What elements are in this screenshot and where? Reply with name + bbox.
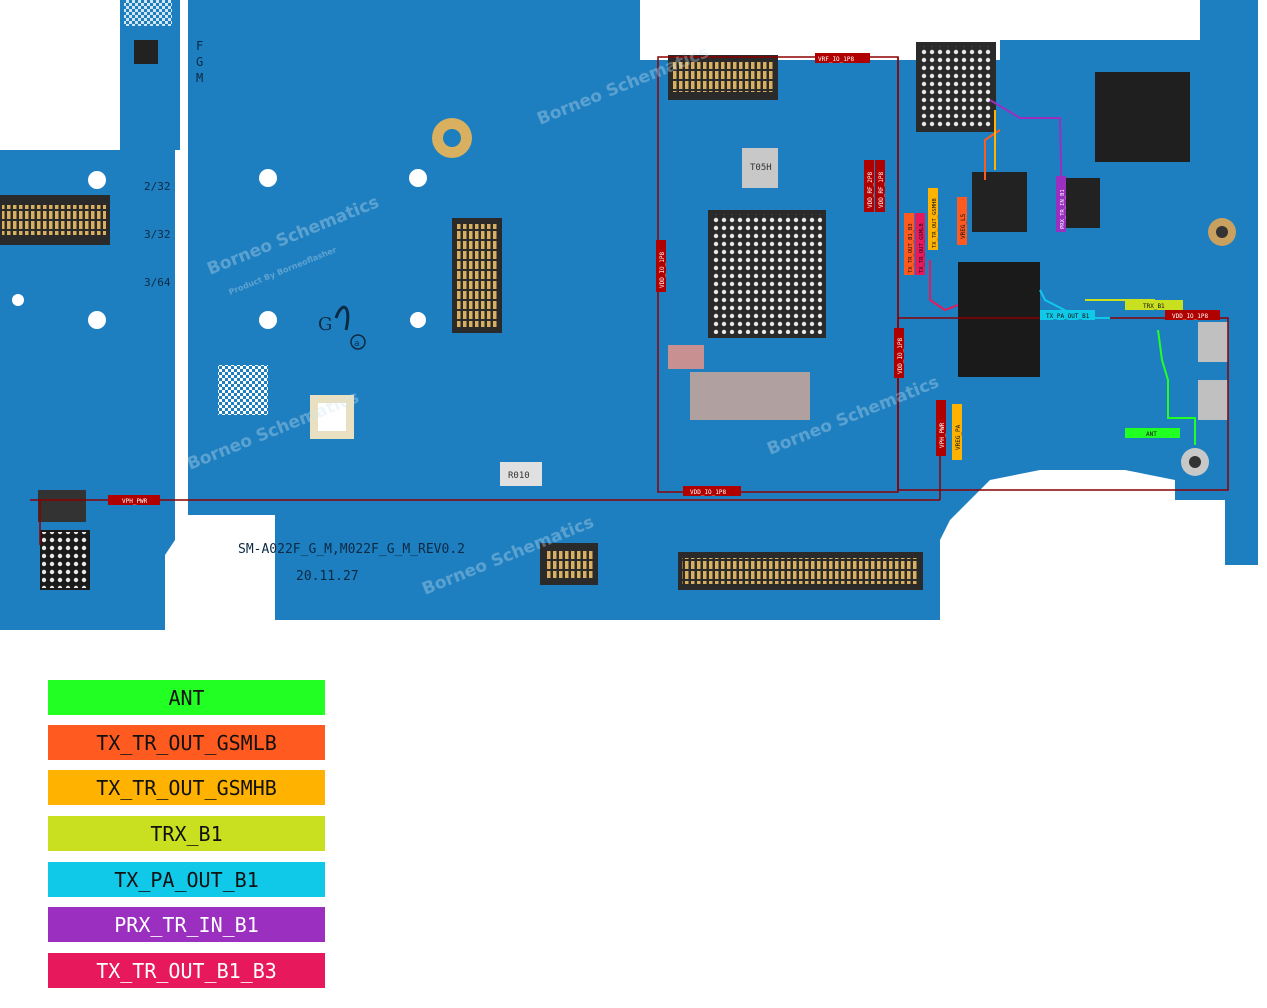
chip-label-1: T05H [750, 163, 772, 173]
legend-label: TX_PA_OUT_B1 [114, 867, 259, 892]
svg-text:VREG_L5: VREG_L5 [960, 213, 967, 239]
chips [500, 42, 1190, 486]
net-label-vdd-rf-2p8: VDD_RF_2P8 [864, 160, 874, 212]
svg-text:G: G [318, 314, 332, 335]
side-mark-1: 2/32 [144, 180, 171, 193]
net-label-tx-tr-out-gsmlb: TX_TR_OUT_GSMLB [915, 213, 925, 275]
svg-text:a: a [354, 339, 360, 349]
legend-label: ANT [168, 685, 205, 710]
legend-item-tx-tr-out-gsmhb: TX_TR_OUT_GSMHB [48, 770, 325, 805]
board-date-text: 20.11.27 [296, 569, 359, 584]
left-board [0, 0, 180, 630]
legend-label: TRX_B1 [150, 821, 223, 846]
svg-text:VDD_IO_1P8: VDD_IO_1P8 [690, 489, 727, 496]
svg-text:TRX_B1: TRX_B1 [1143, 303, 1165, 310]
net-label-tx-tr-out-gsmhb: TX_TR_OUT_GSMHB [928, 188, 938, 250]
svg-text:VDD_IO_1P8: VDD_IO_1P8 [897, 337, 904, 374]
svg-text:VDD_IO_1P8: VDD_IO_1P8 [1172, 313, 1209, 320]
net-label-vdd-io-1p8-left: VDD_IO_1P8 [656, 240, 666, 292]
svg-text:VDD_RF_2P8: VDD_RF_2P8 [867, 171, 874, 208]
legend-item-tx-pa-out-b1: TX_PA_OUT_B1 [48, 862, 325, 897]
connectors [452, 55, 923, 590]
svg-text:VPH_PWR: VPH_PWR [122, 498, 148, 505]
net-label-vdd-io-1p8-bottom: VDD_IO_1P8 [683, 486, 741, 496]
net-label-vreg-pa: VREG_PA [952, 404, 962, 460]
rf-connectors [1181, 218, 1236, 476]
svg-text:TX_TR_OUT_GSMHB: TX_TR_OUT_GSMHB [932, 198, 938, 248]
fgm-letter-f: F [196, 39, 203, 53]
chip-label-2: R010 [508, 471, 530, 481]
net-label-ant: ANT [1125, 428, 1180, 438]
net-label-tx-tr-out-b1-b3: TX_TR_OUT_B1_B3 [904, 213, 914, 275]
legend-label: PRX_TR_IN_B1 [114, 912, 259, 937]
net-label-vph-pwr-right: VPH_PWR [936, 400, 946, 456]
svg-text:TX_PA_OUT_B1: TX_PA_OUT_B1 [1046, 313, 1090, 320]
svg-text:TX_TR_OUT_GSMLB: TX_TR_OUT_GSMLB [919, 223, 925, 273]
side-mark-3: 3/64 [144, 276, 171, 289]
net-label-prx-tr-in-b1: PRX_TR_IN_B1 [1056, 176, 1066, 232]
samsung-logo: G a [318, 305, 366, 350]
pcb-board-view: 2/32 3/32 3/64 F G M G a [0, 0, 1258, 630]
legend-label: TX_TR_OUT_B1_B3 [96, 958, 277, 983]
svg-text:VREG_PA: VREG_PA [955, 424, 962, 450]
legend-item-prx-tr-in-b1: PRX_TR_IN_B1 [48, 907, 325, 942]
legend-item-ant: ANT [48, 680, 325, 715]
svg-text:VRF_IO_1P8: VRF_IO_1P8 [818, 56, 855, 63]
fgm-letter-m: M [196, 71, 203, 85]
net-label-vreg-l5: VREG_L5 [957, 197, 967, 245]
svg-text:VDD_RF_1P8: VDD_RF_1P8 [878, 171, 885, 208]
mounting-holes [259, 118, 472, 329]
net-label-vrf-io-1p8: VRF_IO_1P8 [815, 53, 870, 63]
fgm-letter-g: G [196, 55, 203, 69]
net-label-vph-pwr-left: VPH_PWR [108, 495, 160, 505]
legend-label: TX_TR_OUT_GSMHB [96, 775, 277, 800]
net-label-vdd-io-1p8-mid: VDD_IO_1P8 [894, 328, 904, 378]
svg-text:TX_TR_OUT_B1_B3: TX_TR_OUT_B1_B3 [908, 223, 914, 273]
svg-text:VPH_PWR: VPH_PWR [939, 422, 946, 448]
net-label-vdd-io-1p8-right: VDD_IO_1P8 [1165, 310, 1220, 320]
legend-label: TX_TR_OUT_GSMLB [96, 730, 277, 755]
data-matrix-code [218, 365, 268, 415]
board-model-text: SM-A022F_G_M,M022F_G_M_REV0.2 [238, 542, 465, 557]
vrf-trace-lines [30, 56, 1229, 545]
svg-text:PRX_TR_IN_B1: PRX_TR_IN_B1 [1060, 189, 1066, 229]
svg-text:ANT: ANT [1146, 431, 1157, 438]
net-label-trx-b1: TRX_B1 [1125, 300, 1183, 310]
side-mark-2: 3/32 [144, 228, 171, 241]
legend-item-tx-tr-out-b1-b3: TX_TR_OUT_B1_B3 [48, 953, 325, 988]
svg-text:VDD_IO_1P8: VDD_IO_1P8 [659, 251, 666, 288]
legend-item-tx-tr-out-gsmlb: TX_TR_OUT_GSMLB [48, 725, 325, 760]
legend-item-trx-b1: TRX_B1 [48, 816, 325, 851]
net-label-tx-pa-out-b1: TX_PA_OUT_B1 [1040, 310, 1095, 320]
net-label-vdd-rf-1p8: VDD_RF_1P8 [875, 160, 885, 212]
